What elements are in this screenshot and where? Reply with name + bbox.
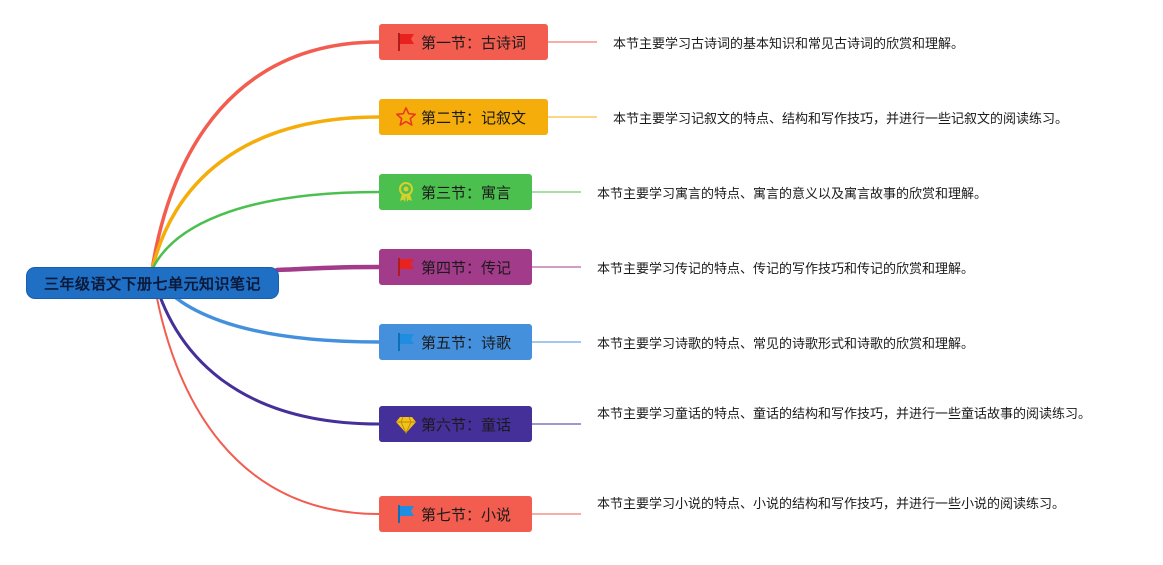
red-flag-icon xyxy=(395,256,417,278)
section-5-label: 第五节：诗歌 xyxy=(421,333,512,352)
award-badge-icon xyxy=(395,181,417,203)
section-1-topic[interactable]: 第一节：古诗词 xyxy=(379,24,548,60)
branch-connector xyxy=(150,115,381,272)
section-3-topic[interactable]: 第三节：寓言 xyxy=(379,174,532,210)
section-4-topic[interactable]: 第四节：传记 xyxy=(379,249,532,285)
star-outline-icon xyxy=(395,106,417,128)
section-3-description: 本节主要学习寓言的特点、寓言的意义以及寓言故事的欣赏和理解。 xyxy=(597,187,988,202)
section-2-description: 本节主要学习记叙文的特点、结构和写作技巧，并进行一些记叙文的阅读练习。 xyxy=(613,112,1069,127)
root-topic[interactable]: 三年级语文下册七单元知识笔记 xyxy=(26,267,279,299)
section-2-topic[interactable]: 第二节：记叙文 xyxy=(379,99,548,135)
branch-connector xyxy=(274,264,382,273)
section-2-label: 第二节：记叙文 xyxy=(421,108,527,127)
blue-flag-icon xyxy=(395,331,417,353)
root-topic-label: 三年级语文下册七单元知识笔记 xyxy=(43,274,261,293)
section-7-label: 第七节：小说 xyxy=(421,505,512,524)
section-7-description: 本节主要学习小说的特点、小说的结构和写作技巧，并进行一些小说的阅读练习。 xyxy=(597,497,1066,512)
section-3-label: 第三节：寓言 xyxy=(421,183,512,202)
section-6-description: 本节主要学习童话的特点、童话的结构和写作技巧，并进行一些童话故事的阅读练习。 xyxy=(597,407,1092,422)
section-5-description: 本节主要学习诗歌的特点、常见的诗歌形式和诗歌的欣赏和理解。 xyxy=(597,337,975,352)
branch-connector xyxy=(150,40,381,272)
branch-connector xyxy=(151,269,380,515)
red-flag-icon xyxy=(395,31,417,53)
section-6-topic[interactable]: 第六节：童话 xyxy=(379,406,532,442)
branch-connector xyxy=(150,190,381,272)
branch-connector xyxy=(150,268,381,426)
section-5-topic[interactable]: 第五节：诗歌 xyxy=(379,324,532,360)
section-1-label: 第一节：古诗词 xyxy=(421,33,527,52)
section-1-description: 本节主要学习古诗词的基本知识和常见古诗词的欣赏和理解。 xyxy=(613,37,965,52)
section-4-label: 第四节：传记 xyxy=(421,258,512,277)
section-6-label: 第六节：童话 xyxy=(421,415,512,434)
section-7-topic[interactable]: 第七节：小说 xyxy=(379,496,532,532)
section-4-description: 本节主要学习传记的特点、传记的写作技巧和传记的欣赏和理解。 xyxy=(597,262,975,277)
diamond-icon xyxy=(395,413,417,435)
blue-flag-icon xyxy=(395,503,417,525)
